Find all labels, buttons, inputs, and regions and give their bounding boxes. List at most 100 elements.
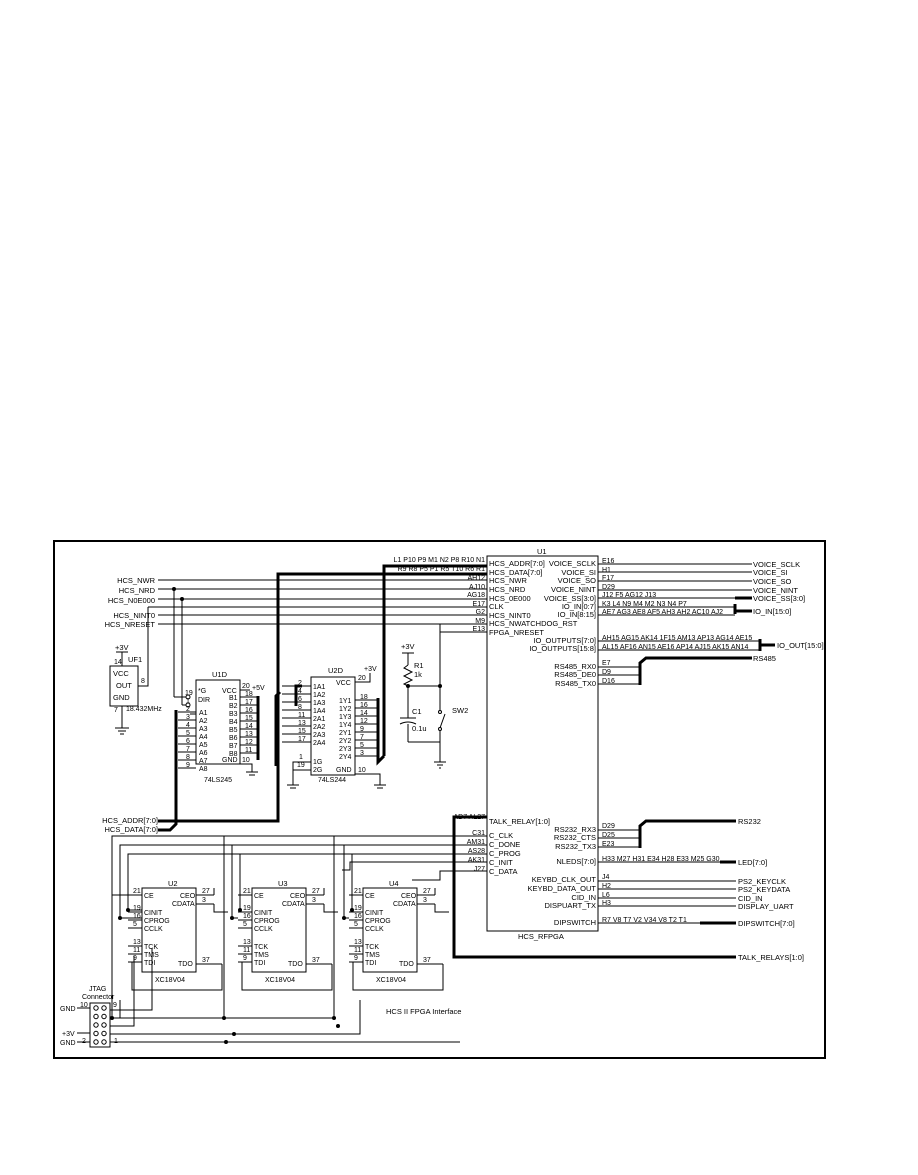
- u2d-in-name-6: 2A2: [313, 724, 326, 731]
- u2d-in-pin-2: 4: [298, 688, 302, 695]
- prom-cdata: CDATA: [172, 901, 195, 908]
- u1-data-balls: R9 R8 P5 P1 R5 T10 R6 R1: [398, 566, 486, 573]
- jtag-gnd-bot: GND: [60, 1040, 76, 1047]
- c1-ref: C1: [412, 707, 422, 716]
- u1-ball-io-in-hi: AE7 AG3 AE8 AF5 AH3 AH2 AC10 AJ2: [602, 609, 723, 616]
- u1-pin-voice-ss: VOICE_SS[3:0]: [544, 594, 596, 603]
- net-io-out: IO_OUT[15:0]: [777, 641, 824, 650]
- u1-ball-d29: D29: [602, 584, 615, 591]
- u1d-b-name-4: B4: [229, 719, 238, 726]
- u2d-74ls244: U2D 74LS244 VCC GND 1G 2G 20 10 1 19 +3V…: [282, 666, 386, 789]
- net-hcs-nint0: HCS_NINT0: [113, 611, 155, 620]
- jtag-title-1: JTAG: [89, 986, 106, 993]
- prom-body: [141, 887, 197, 973]
- net-rs232: RS232: [738, 817, 761, 826]
- net-hcs-addr: HCS_ADDR[7:0]: [102, 816, 158, 825]
- u1d-b-name-3: B3: [229, 711, 238, 718]
- reset-supply: +3V: [401, 642, 415, 651]
- u1-pin-clk: CLK: [489, 602, 504, 611]
- osc-supply: +3V: [115, 643, 129, 652]
- u1d-b-pin-1: 18: [245, 691, 253, 698]
- u1-ball-l6: L6: [602, 892, 610, 899]
- prom-pin-tdo: 37: [312, 957, 320, 964]
- u1-pin-voice-si: VOICE_SI: [561, 568, 596, 577]
- net-voice-ss: VOICE_SS[3:0]: [753, 594, 805, 603]
- prom-u3: U3XC18V0421CE19CINIT16CPROG5CCLK13TCK11T…: [238, 879, 338, 991]
- prom-pin-num: 9: [243, 955, 247, 962]
- prom-pin-num: 9: [354, 955, 358, 962]
- prom-pin-name: TMS: [365, 952, 380, 959]
- jtag-connector: JTAG Connector 10 9 2 1 GND +3V GND: [60, 948, 460, 1048]
- u1-pin-c-data: C_DATA: [489, 867, 517, 876]
- u1-ref: U1: [537, 547, 547, 556]
- net-voice-so: VOICE_SO: [753, 577, 792, 586]
- u1d-b-pin-6: 13: [245, 731, 253, 738]
- u2d-out-pin-5: 9: [360, 726, 364, 733]
- prom-pin-num: 5: [354, 921, 358, 928]
- prom-u4: U4XC18V0421CE19CINIT16CPROG5CCLK13TCK11T…: [349, 879, 449, 991]
- u1-pin-rs485-tx0: RS485_TX0: [555, 679, 596, 688]
- u1d-a-pin-5: 6: [186, 738, 190, 745]
- u1-ball-ag18: AG18: [467, 592, 485, 599]
- u1-pin-io-out-hi: IO_OUTPUTS[15:8]: [529, 644, 596, 653]
- u1-pin-rs232-tx3: RS232_TX3: [555, 842, 596, 851]
- u2d-in-pin-1: 2: [298, 680, 302, 687]
- u1-pin-rs485-rx0: RS485_RX0: [554, 662, 596, 671]
- u1-ball-io-out-hi: AL15 AF16 AN15 AE16 AP14 AJ15 AK15 AN14: [602, 644, 748, 651]
- u1-pin-hcs-data: HCS_DATA[7:0]: [489, 568, 543, 577]
- u1-ball-dipswitch: R7 V8 T7 V2 V34 V8 T2 T1: [602, 917, 687, 924]
- u1-pin-rs232-cts: RS232_CTS: [554, 833, 596, 842]
- u1d-a-pin-1: 2: [186, 706, 190, 713]
- u1-ball-aj10: AJ10: [469, 584, 485, 591]
- u2d-in-pin-3: 6: [298, 696, 302, 703]
- u1d-b-name-7: B7: [229, 743, 238, 750]
- u1-pin-voice-so: VOICE_SO: [558, 576, 597, 585]
- u1-pin-hcs-nrd: HCS_NRD: [489, 585, 526, 594]
- osc-body: [109, 665, 139, 707]
- u1-pin-voice-sclk: VOICE_SCLK: [549, 559, 596, 568]
- jtag-title-2: Connector: [82, 994, 115, 1001]
- prom-body: [362, 887, 418, 973]
- net-rs485: RS485: [753, 654, 776, 663]
- prom-pin-name: TCK: [144, 944, 158, 951]
- prom-pin-name: TMS: [254, 952, 269, 959]
- u2d-out-pin-3: 14: [360, 710, 368, 717]
- r1-val: 1k: [414, 670, 422, 679]
- u1d-pin-vcc: 20: [242, 683, 250, 690]
- u2d-pin-vcc: 20: [358, 675, 366, 682]
- prom-pin-name: CINIT: [365, 910, 384, 917]
- prom-pin-tdo: 37: [423, 957, 431, 964]
- u1d-part: 74LS245: [204, 777, 232, 784]
- u1-ball-rs232-rx: D29: [602, 823, 615, 830]
- u1d-a-pin-6: 7: [186, 746, 190, 753]
- prom-tdo: TDO: [178, 961, 193, 968]
- u1-ball-rs232-tx: E23: [602, 841, 615, 848]
- u2d-in-pin-5: 11: [298, 712, 305, 719]
- u1d-a-pin-3: 4: [186, 722, 190, 729]
- prom-pin-num: 16: [133, 913, 141, 920]
- u1d-a-pin-4: 5: [186, 730, 190, 737]
- u2d-out-name-6: 2Y2: [339, 738, 352, 745]
- prom-pin-num: 21: [133, 888, 141, 895]
- prom-pin-num: 5: [243, 921, 247, 928]
- jtag-pin-9: 9: [113, 1002, 117, 1009]
- u2d-out-pin-4: 12: [360, 718, 368, 725]
- u1-ball-h2: H2: [602, 883, 611, 890]
- u1-addr-balls: L1 P10 P9 M1 N2 P8 R10 N1: [394, 557, 486, 564]
- u2d-part: 74LS244: [318, 777, 346, 784]
- prom-part: XC18V04: [376, 977, 406, 984]
- u2d-g1: 1G: [313, 759, 322, 766]
- u2d-ref: U2D: [328, 666, 344, 675]
- net-voice-si: VOICE_SI: [753, 568, 788, 577]
- u2d-in-pin-8: 17: [298, 736, 306, 743]
- u2d-out-name-2: 1Y2: [339, 706, 352, 713]
- prom-pin-name: CCLK: [144, 926, 163, 933]
- u2d-out-name-5: 2Y1: [339, 730, 352, 737]
- u1d-a-name-6: A6: [199, 750, 208, 757]
- sheet-caption: HCS II FPGA Interface: [386, 1007, 461, 1016]
- u2d-vcc: VCC: [336, 680, 351, 687]
- prom-pin-name: TDI: [365, 960, 376, 967]
- net-hcs-nwr: HCS_NWR: [117, 576, 156, 585]
- u1-ball-e17: E17: [473, 601, 486, 608]
- u1-pin-c-prog: C_PROG: [489, 849, 521, 858]
